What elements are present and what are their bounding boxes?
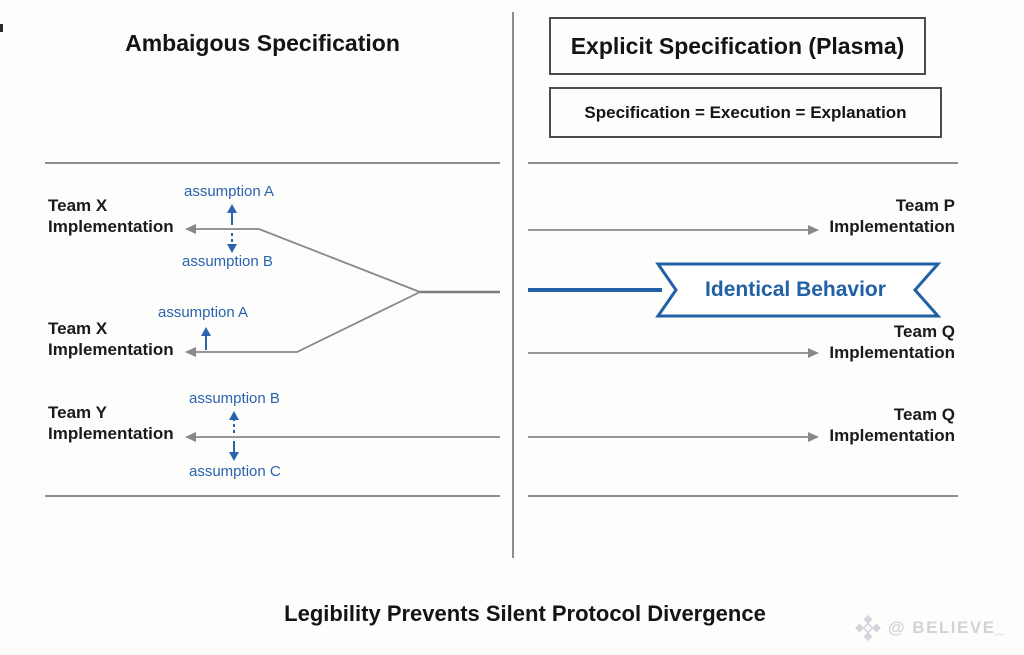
row2-assumption-above: assumption A	[158, 304, 249, 321]
row3-assumption-below: assumption C	[189, 463, 281, 480]
row1-assumption-below: assumption B	[182, 253, 273, 270]
teamx2-impl: Implementation	[48, 340, 174, 359]
screen-edge-artifact	[0, 24, 3, 32]
equation-box: Specification = Execution = Explanation	[549, 87, 942, 138]
watermark: @ BELIEVE_	[854, 614, 1007, 642]
teamp-team-name: Team P	[895, 196, 955, 215]
teamy-impl: Implementation	[48, 424, 174, 443]
right-panel-title-box: Explicit Specification (Plasma)	[549, 17, 926, 75]
identical-behavior-banner	[655, 262, 942, 318]
row1-assumption-up-arrowhead-icon	[227, 204, 237, 213]
teamq2-right-arrowhead-icon	[808, 432, 819, 442]
identical-behavior-label: Identical Behavior	[705, 278, 886, 301]
teamp-right-arrowhead-icon	[808, 225, 819, 235]
teamx1-label: Team X Implementation	[48, 195, 174, 237]
teamq2-team-name: Team Q	[893, 405, 955, 424]
teamy-team-name: Team Y	[48, 403, 107, 422]
watermark-handle: @ BELIEVE_	[888, 618, 1007, 637]
row1-assumption-above: assumption A	[184, 183, 275, 200]
teamx1-left-arrowhead-icon	[185, 224, 196, 234]
right-panel-title: Explicit Specification (Plasma)	[570, 32, 905, 59]
teamq2-impl: Implementation	[829, 426, 955, 445]
slide-caption: Legibility Prevents Silent Protocol Dive…	[284, 601, 766, 626]
teamx1-team-name: Team X	[48, 196, 108, 215]
teamx1-flow-line	[187, 228, 421, 293]
teamq1-label: Team Q Implementation	[829, 321, 955, 363]
row3-assumption-up-arrowhead-icon	[229, 411, 239, 420]
row3-assumption-above: assumption B	[189, 390, 280, 407]
teamq1-right-arrowhead-icon	[808, 348, 819, 358]
equation-text: Specification = Execution = Explanation	[584, 102, 907, 122]
teamp-impl: Implementation	[829, 217, 955, 236]
teamp-label: Team P Implementation	[829, 195, 955, 237]
teamy-left-arrowhead-icon	[185, 432, 196, 442]
row1-assumption-down-arrowhead-icon	[227, 244, 237, 253]
teamx2-label: Team X Implementation	[48, 318, 174, 360]
teamx2-left-arrowhead-icon	[185, 347, 196, 357]
teamq1-impl: Implementation	[829, 343, 955, 362]
left-panel-title: Ambaigous Specification	[125, 30, 400, 56]
diamond-logo-icon	[855, 614, 881, 642]
teamx1-impl: Implementation	[48, 217, 174, 236]
row2-assumption-up-arrowhead-icon	[201, 327, 211, 336]
teamx2-flow-line	[187, 291, 421, 353]
row3-assumption-down-arrowhead-icon	[229, 452, 239, 461]
teamq2-label: Team Q Implementation	[829, 404, 955, 446]
teamy-label: Team Y Implementation	[48, 402, 174, 444]
teamx2-team-name: Team X	[48, 319, 108, 338]
teamq1-team-name: Team Q	[893, 322, 955, 341]
